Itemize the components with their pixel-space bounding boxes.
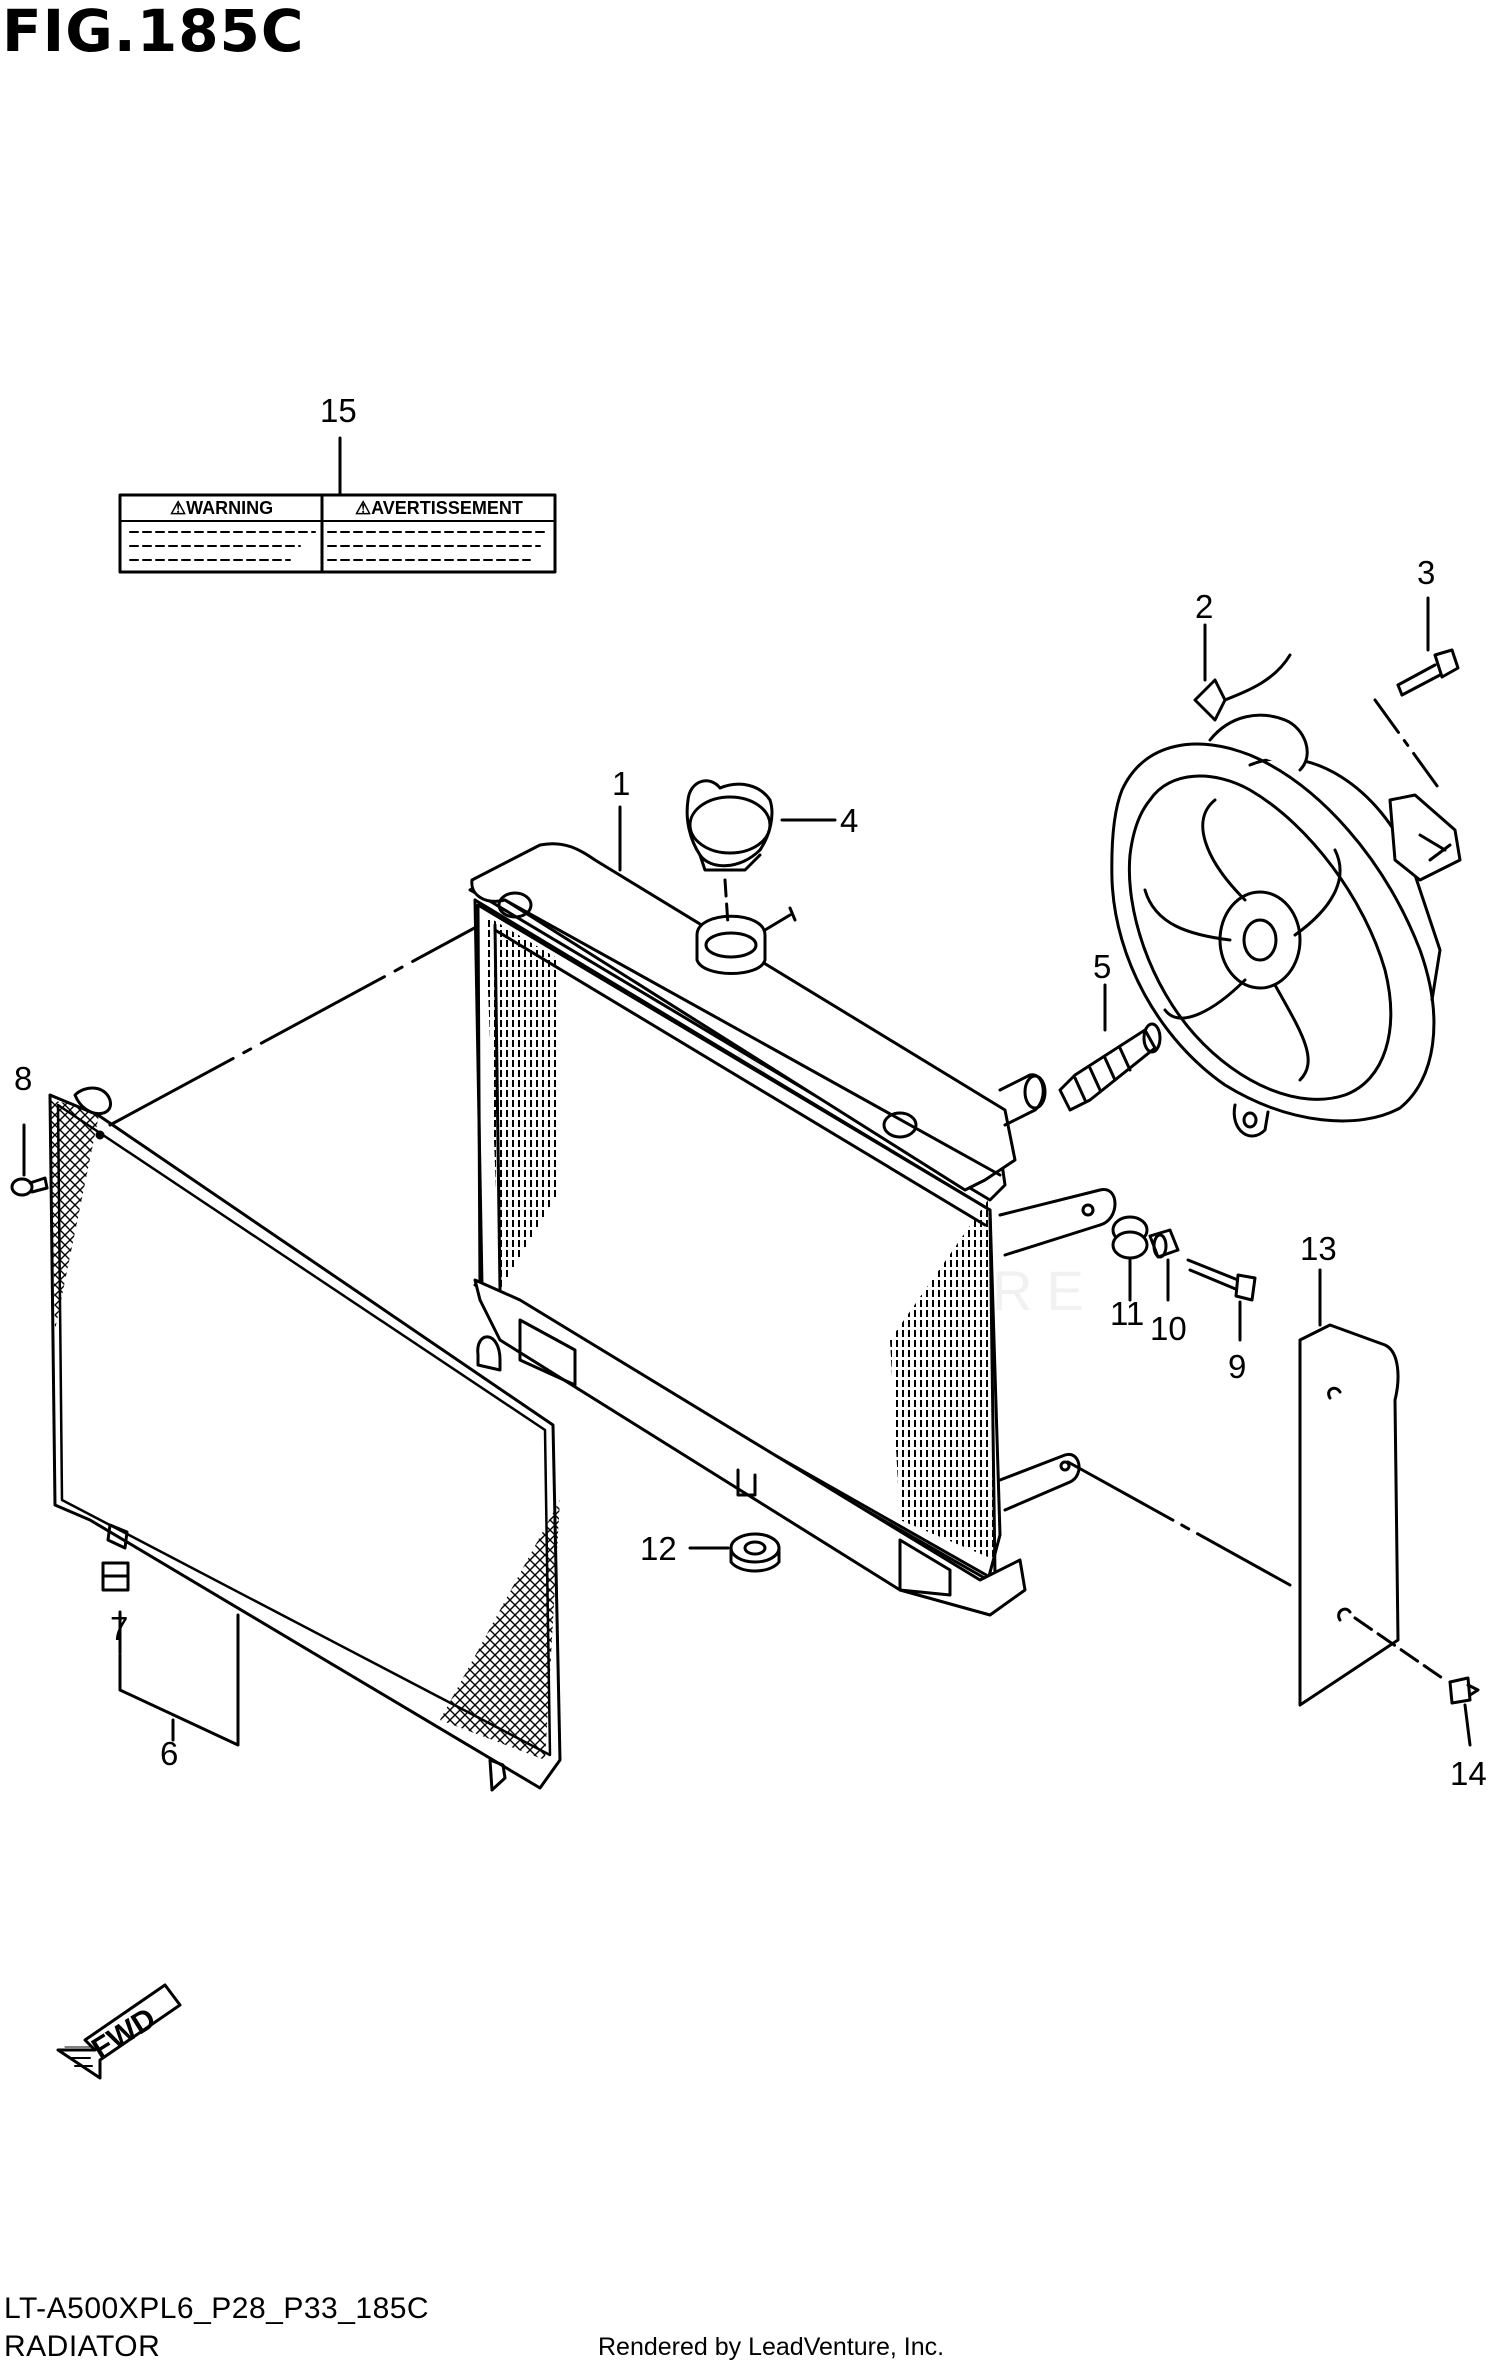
warning-label [118, 493, 557, 574]
diagram-name: RADIATOR [4, 2330, 161, 2363]
callout-13: 13 [1300, 1230, 1337, 1267]
callout-10: 10 [1150, 1310, 1187, 1347]
fwd-arrow-icon [56, 1983, 182, 2080]
callout-6: 6 [160, 1735, 178, 1772]
callout-2: 2 [1195, 588, 1213, 625]
grommet-11 [1111, 1215, 1149, 1260]
radiator-net [48, 1086, 562, 1792]
collar-10 [1148, 1228, 1180, 1259]
side-plate [1298, 1323, 1400, 1707]
bolt-3 [1396, 648, 1460, 697]
callout-7: 7 [110, 1610, 128, 1647]
diagram-code: LT-A500XPL6_P28_P33_185C [4, 2292, 430, 2325]
grommet-12 [729, 1532, 781, 1573]
rendered-by-credit: Rendered by LeadVenture, Inc. [598, 2333, 945, 2361]
callout-15: 15 [320, 392, 357, 429]
callout-1: 1 [612, 765, 630, 802]
radiator-cap [685, 779, 774, 872]
callout-12: 12 [640, 1530, 677, 1567]
label-heading-avertissement: ⚠AVERTISSEMENT [355, 498, 523, 518]
callouts: 1 2 3 4 5 6 7 8 9 10 11 12 13 14 15 [14, 392, 1487, 1792]
bolt-9 [1186, 1258, 1257, 1302]
callout-5: 5 [1093, 948, 1111, 985]
callout-3: 3 [1417, 554, 1435, 591]
figure-title: FIG.185C [2, 0, 305, 65]
cooling-fan [1110, 653, 1462, 1138]
rivet-14 [1448, 1676, 1480, 1705]
net-clip [101, 1561, 130, 1592]
callout-4: 4 [840, 802, 858, 839]
callout-8: 8 [14, 1060, 32, 1097]
callout-14: 14 [1450, 1755, 1487, 1792]
callout-9: 9 [1228, 1348, 1246, 1385]
screw-8 [10, 1176, 49, 1197]
label-heading-warning: ⚠WARNING [170, 498, 273, 518]
radiator-core [468, 842, 1117, 1617]
callout-11: 11 [1110, 1295, 1144, 1332]
radiator-hose [1058, 1022, 1162, 1112]
